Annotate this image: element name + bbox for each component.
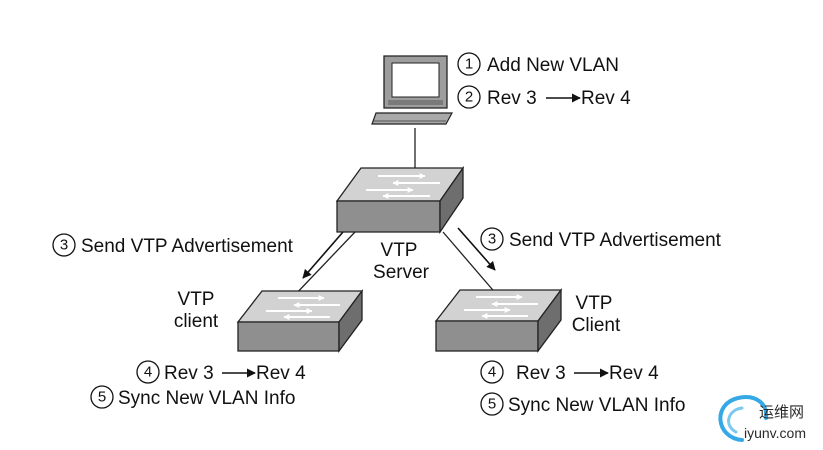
step-number: 3 <box>60 237 68 254</box>
step-number-badge <box>90 385 114 409</box>
watermark: 运维网 iyunv.com <box>718 395 806 442</box>
advert-label-right: 3 Send VTP Advertisement <box>480 227 722 251</box>
advert-label-left: 3 Send VTP Advertisement <box>52 233 294 257</box>
client-left-label-line2: client <box>174 311 219 332</box>
step-number: 2 <box>465 89 473 106</box>
step-number-badge <box>136 360 160 384</box>
client-left-step-5: 5 Sync New VLAN Info <box>90 385 295 409</box>
client-right-step-4: 4 Rev 3 Rev 4 <box>480 360 659 384</box>
client-right-label-line1: VTP <box>576 293 613 314</box>
step-label: Send VTP Advertisement <box>509 230 722 251</box>
step-label: Sync New VLAN Info <box>508 395 685 416</box>
links <box>291 128 499 299</box>
pc-step-2: 2 Rev 3 Rev 4 <box>457 85 631 109</box>
rev-to-label: Rev 4 <box>256 363 306 384</box>
step-number-badge <box>52 233 76 257</box>
client-right-label-line2: Client <box>572 315 621 336</box>
client-right-step-5: 5 Sync New VLAN Info <box>480 392 685 416</box>
step-number-badge <box>457 85 481 109</box>
client-left-step-4: 4 Rev 3 Rev 4 <box>136 360 306 384</box>
client-left-switch-icon <box>236 289 364 353</box>
step-number-badge <box>480 360 504 384</box>
watermark-cn: 运维网 <box>759 403 804 421</box>
server-label-line1: VTP <box>381 240 418 261</box>
step-label: Send VTP Advertisement <box>81 236 294 257</box>
pc-step-1: 1 Add New VLAN <box>457 52 619 76</box>
step-number: 5 <box>488 396 496 413</box>
rev-from-label: Rev 3 <box>487 88 537 109</box>
server-switch-icon <box>335 165 465 235</box>
server-label-line2: Server <box>373 262 430 283</box>
step-number: 4 <box>488 364 496 381</box>
rev-from-label: Rev 3 <box>164 363 214 384</box>
step-number-badge <box>457 52 481 76</box>
step-number: 4 <box>144 364 152 381</box>
link-server-client-left <box>291 231 356 299</box>
step-label: Add New VLAN <box>487 55 619 76</box>
step-number-badge <box>480 227 504 251</box>
step-number: 5 <box>98 389 106 406</box>
step-label: Sync New VLAN Info <box>118 388 295 409</box>
rev-to-label: Rev 4 <box>581 88 631 109</box>
advert-arrow-right <box>457 227 496 271</box>
step-number: 1 <box>465 56 473 73</box>
rev-to-label: Rev 4 <box>609 363 659 384</box>
client-right-switch-icon <box>434 288 563 353</box>
link-server-client-right <box>442 231 499 297</box>
step-number: 3 <box>488 231 496 248</box>
watermark-en: iyunv.com <box>744 425 806 441</box>
watermark-swirl-icon <box>718 395 769 442</box>
client-left-label-line1: VTP <box>178 289 215 310</box>
pc-icon <box>371 55 454 125</box>
rev-from-label: Rev 3 <box>516 363 566 384</box>
advert-arrow-left <box>302 231 344 279</box>
step-number-badge <box>480 392 504 416</box>
